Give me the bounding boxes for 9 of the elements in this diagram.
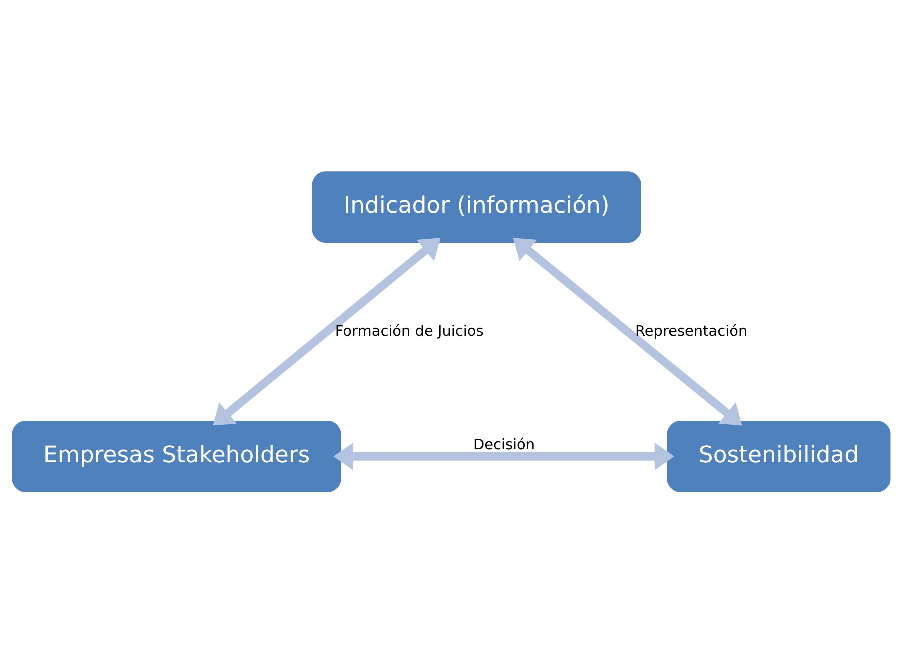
arrow	[334, 442, 675, 470]
node-box: Sostenibilidad	[667, 420, 891, 492]
edge-label: Decisión	[473, 437, 536, 454]
edge-label: Representación	[635, 323, 748, 340]
edge-label: Formación de Juicios	[335, 323, 484, 340]
arrow	[513, 238, 742, 426]
node-box: Indicador (información)	[312, 171, 642, 243]
arrow	[213, 238, 441, 426]
node-box: Empresas Stakeholders	[12, 420, 342, 492]
